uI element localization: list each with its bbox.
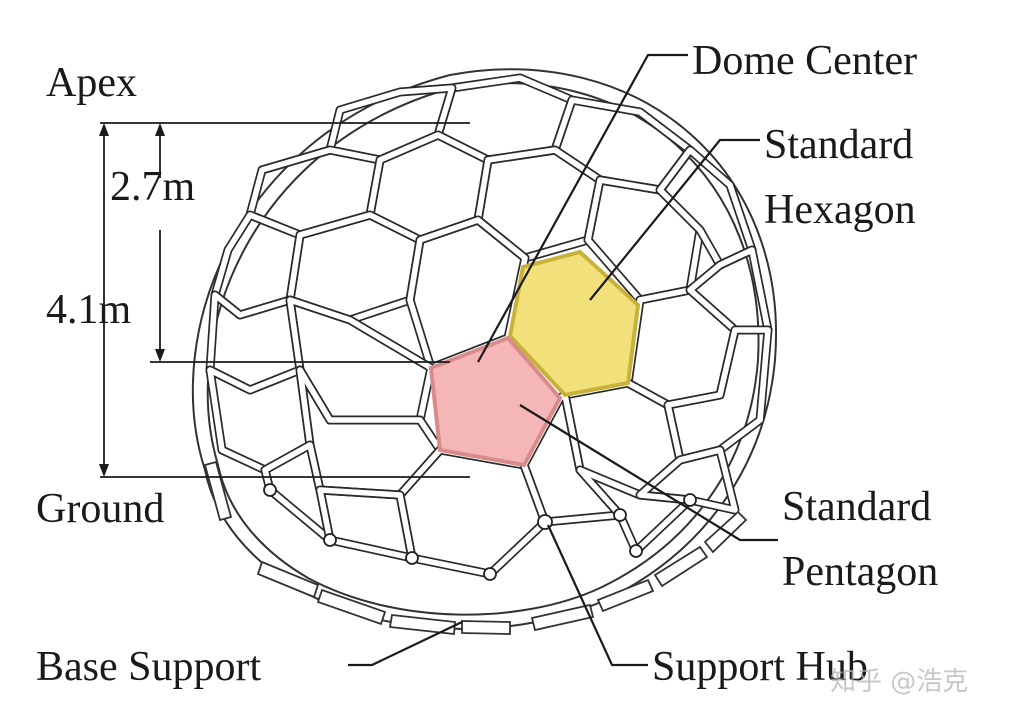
- support-hub-leader: [546, 524, 648, 667]
- support-hubs: [263, 483, 697, 581]
- support-hub-label: Support Hub: [652, 644, 868, 690]
- dome-cell-inner: [637, 447, 738, 513]
- dome-cell-inner: [475, 147, 603, 261]
- apex-label: Apex: [46, 60, 137, 106]
- upper-height-label: 2.7m: [110, 164, 196, 210]
- height-dimensions: [99, 122, 470, 478]
- base-support-segments: [203, 460, 748, 635]
- dome-center-label: Dome Center: [692, 38, 917, 84]
- dome-cell-inner: [665, 327, 771, 463]
- standard-hexagon-label-line1: Standard: [764, 122, 913, 168]
- dome-cell-inner: [317, 487, 415, 561]
- standard-hexagon-leader: [589, 138, 760, 301]
- base-support-leader: [348, 621, 463, 667]
- leader-lines: [348, 53, 778, 667]
- standard-pentagon-label-line1: Standard: [782, 484, 931, 530]
- base-support-label: Base Support: [36, 644, 261, 690]
- watermark: 知乎 @浩克: [830, 667, 968, 697]
- standard-hexagon-label-line2: Hexagon: [764, 187, 916, 233]
- total-height-label: 4.1m: [46, 287, 132, 333]
- standard-pentagon-label-line2: Pentagon: [782, 549, 938, 595]
- standard-pentagon-leader: [519, 404, 778, 542]
- dome-inner-rim: [206, 82, 760, 616]
- standard-hexagon-highlight: [507, 249, 641, 398]
- standard-pentagon-highlight: [428, 335, 563, 468]
- ground-label: Ground: [36, 486, 164, 532]
- dome-center-leader: [477, 53, 688, 363]
- labels: Apex 2.7m 4.1m Ground Dome Center Standa…: [36, 38, 938, 690]
- dome-cell-inner: [577, 467, 693, 554]
